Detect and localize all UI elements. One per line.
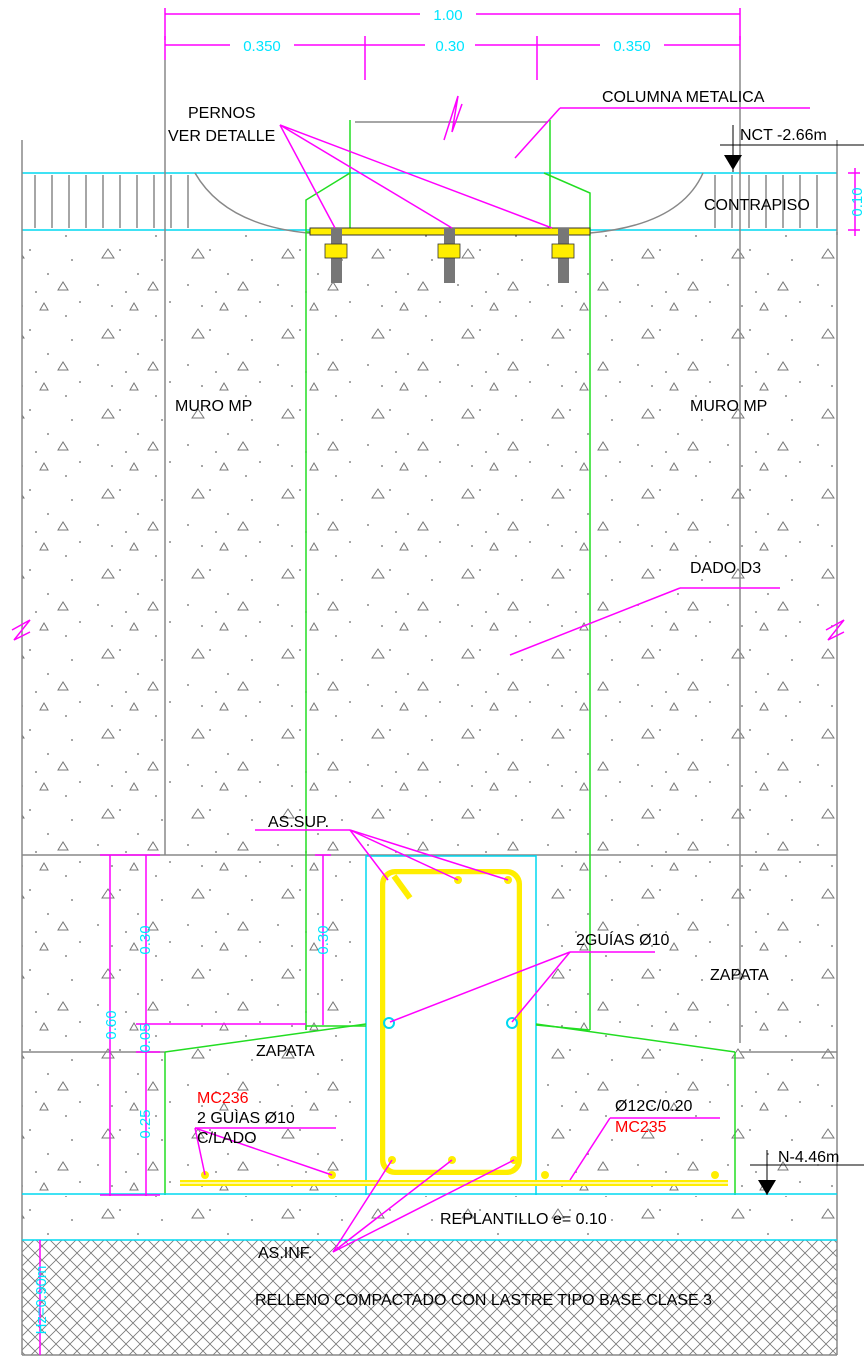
mc236-label: MC236 (197, 1090, 249, 1107)
bottom-level-label: N-4.46m (778, 1149, 839, 1166)
muro-right-label: MURO MP (690, 398, 767, 415)
mc235-label: MC235 (615, 1119, 667, 1136)
zapata-rebar (180, 869, 728, 1186)
columna-label: COLUMNA METALICA (602, 89, 765, 106)
pernos-detail-label: VER DETALLE (168, 128, 275, 145)
dim-zapata-upper-inner: 0.30 (315, 925, 332, 954)
top-dimensions (164, 4, 741, 80)
level-marker-bottom (750, 1150, 864, 1195)
steel-column (349, 95, 551, 232)
pernos-label: PERNOS (188, 105, 256, 122)
leader-lines (194, 107, 810, 1253)
bar-spacing-label: Ø12C/0.20 (615, 1098, 692, 1115)
zapata-left-label: ZAPATA (256, 1043, 315, 1060)
zapata-section (22, 855, 837, 1241)
dim-zapata-depth-total: 0.60 (103, 1010, 120, 1039)
guias-side-label: 2 GUÌAS Ø10 (197, 1108, 295, 1127)
as-sup-label: AS.SUP. (268, 814, 329, 831)
contrapiso-label: CONTRAPISO (704, 197, 810, 214)
zapata-right-label: ZAPATA (710, 967, 769, 984)
dim-zapata-step: 0.05 (137, 1023, 154, 1052)
zapata-core-blank (366, 855, 536, 1195)
relleno-label: RELLENO COMPACTADO CON LASTRE TIPO BASE … (255, 1292, 712, 1309)
anchor-bolt-left (324, 228, 348, 283)
anchor-bolt-center (437, 228, 461, 283)
nct-level-label: NCT -2.66m (740, 127, 827, 144)
guias-side-label-2: C/LADO (197, 1130, 257, 1147)
anchor-bolt-right (551, 228, 575, 283)
muro-left-label: MURO MP (175, 398, 252, 415)
dim-center-width: 0.30 (435, 38, 464, 55)
dado-label: DADO D3 (690, 560, 761, 577)
replantillo-label: REPLANTILLO e= 0.10 (440, 1211, 607, 1228)
left-dimensions (39, 854, 331, 1355)
dim-contrapiso-thickness: 0.10 (849, 187, 864, 216)
compacted-fill-hatch (22, 1240, 837, 1355)
as-inf-label: AS.INF. (258, 1245, 312, 1262)
dim-fill-height: Hz=0.90m (33, 1266, 50, 1335)
dim-zapata-upper-left: 0.30 (137, 925, 154, 954)
guias-center-label: 2GUÍAS Ø10 (576, 930, 669, 949)
dim-left-width: 0.350 (243, 38, 281, 55)
dim-right-width: 0.350 (613, 38, 651, 55)
dim-zapata-lower: 0.25 (137, 1109, 154, 1138)
level-marker-nct (720, 125, 864, 172)
dim-total-width: 1.00 (433, 7, 462, 24)
section-outline (11, 60, 845, 1356)
